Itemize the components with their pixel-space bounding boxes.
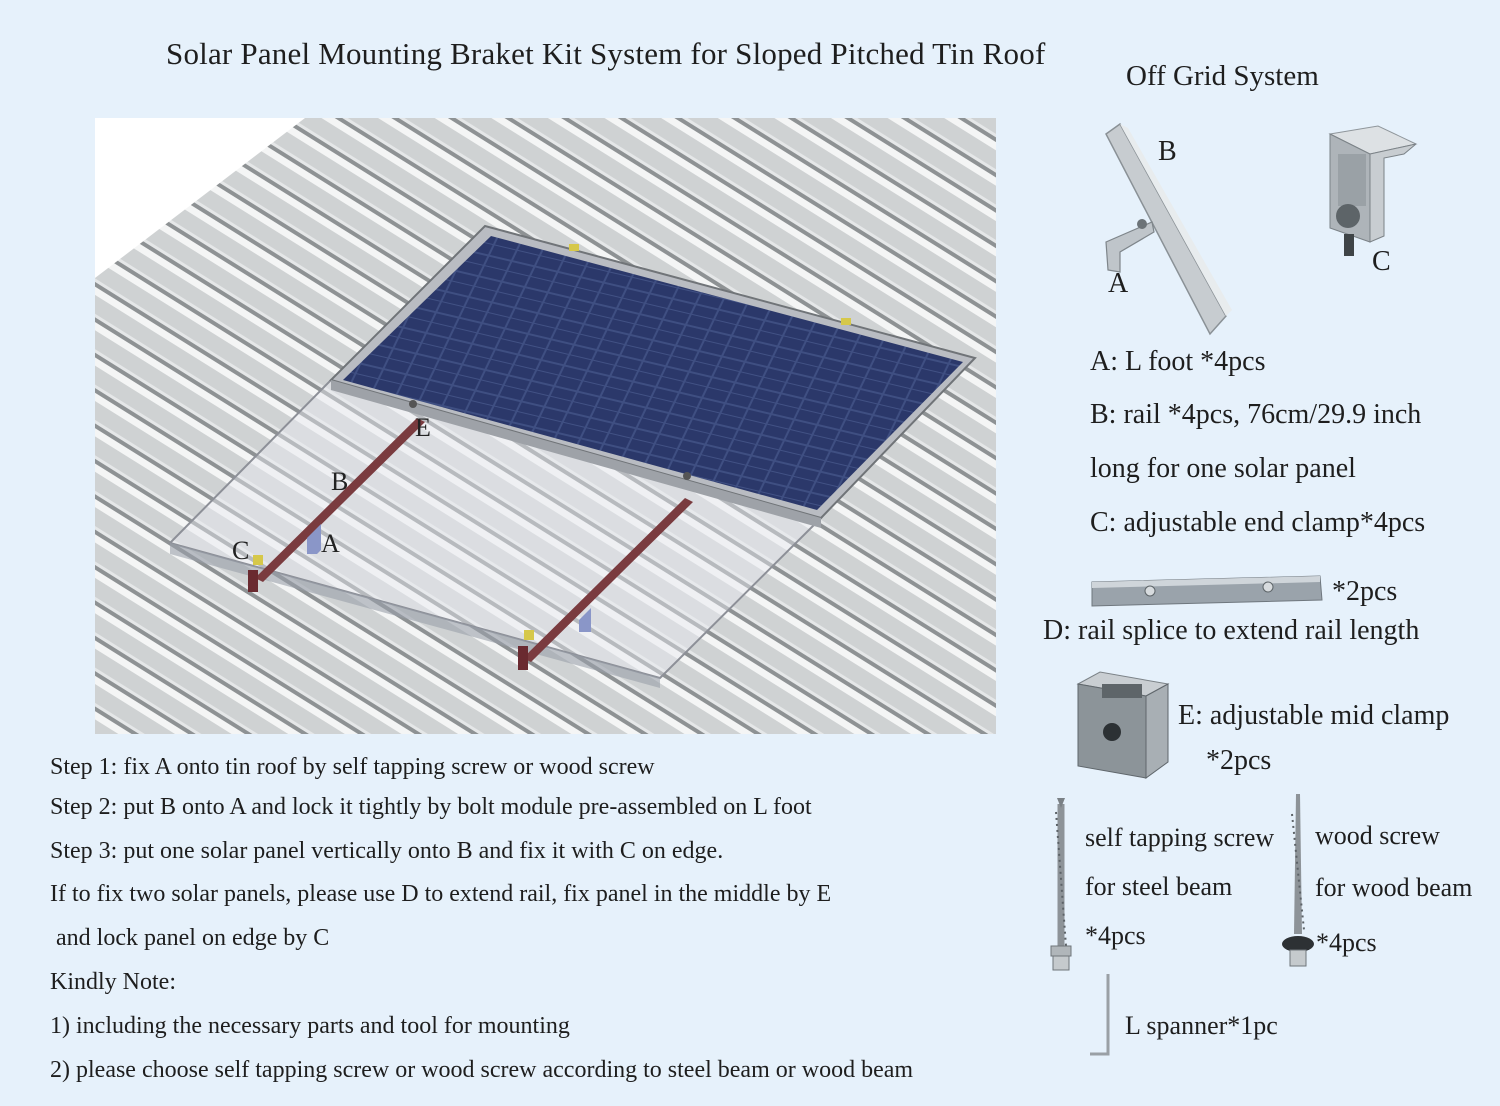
wood-screw-label: wood screw (1315, 821, 1440, 850)
scene-label-a: A (321, 529, 340, 558)
two-panel-instruction: If to fix two solar panels, please use D… (50, 881, 832, 907)
rail-and-l-foot-illustration (1105, 122, 1232, 336)
self-tapping-screw-quantity: *4pcs (1085, 921, 1146, 950)
diagram-subtitle: Off Grid System (1126, 60, 1319, 92)
scene-label-c: C (232, 536, 249, 565)
end-clamp-icon (1328, 125, 1418, 256)
part-b-description: B: rail *4pcs, 76cm/29.9 inch (1090, 399, 1422, 430)
two-panel-instruction-cont: and lock panel on edge by C (50, 925, 330, 951)
wood-screw-quantity: *4pcs (1316, 928, 1377, 957)
part-label-c: C (1372, 246, 1391, 277)
part-label-a: A (1108, 268, 1129, 299)
l-spanner-label: L spanner*1pc (1125, 1011, 1278, 1040)
scene-label-e: E (415, 413, 431, 442)
scene-label-b: B (331, 467, 348, 496)
step-1: Step 1: fix A onto tin roof by self tapp… (50, 754, 655, 780)
part-b-description-cont: long for one solar panel (1090, 453, 1356, 484)
wood-screw-icon (1282, 794, 1314, 967)
part-c-description: C: adjustable end clamp*4pcs (1090, 507, 1426, 538)
part-e-description: E: adjustable mid clamp (1178, 700, 1450, 731)
wood-screw-use: for wood beam (1315, 873, 1473, 902)
note-2: 2) please choose self tapping screw or w… (50, 1057, 914, 1083)
roof-installation-illustration: E B A C (95, 118, 996, 734)
part-e-quantity: *2pcs (1206, 745, 1272, 776)
mid-clamp-icon (1076, 671, 1170, 779)
self-tapping-screw-icon (1050, 798, 1072, 971)
note-1: 1) including the necessary parts and too… (50, 1013, 570, 1039)
step-2: Step 2: put B onto A and lock it tightly… (50, 794, 812, 820)
self-tapping-screw-use: for steel beam (1085, 872, 1233, 901)
l-spanner-icon (1090, 974, 1110, 1056)
step-3: Step 3: put one solar panel vertically o… (50, 838, 724, 864)
rail-splice-icon (1091, 575, 1323, 607)
self-tapping-screw-label: self tapping screw (1085, 823, 1275, 852)
part-a-description: A: L foot *4pcs (1090, 346, 1266, 377)
part-d-description: D: rail splice to extend rail length (1043, 615, 1420, 646)
part-label-b: B (1158, 136, 1177, 167)
diagram-title: Solar Panel Mounting Braket Kit System f… (166, 36, 1046, 71)
part-d-quantity: *2pcs (1332, 576, 1398, 607)
kindly-note-heading: Kindly Note: (50, 969, 176, 995)
